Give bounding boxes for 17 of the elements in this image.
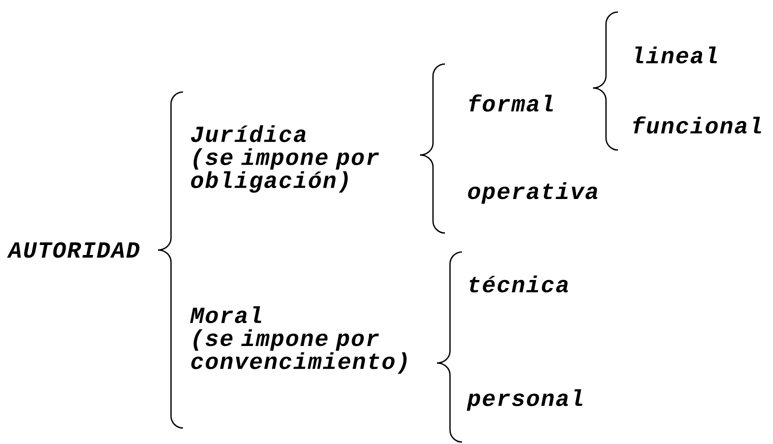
brace — [158, 249, 184, 429]
category-label: formal — [469, 94, 553, 112]
brace — [420, 63, 446, 156]
category-label: operativa — [468, 182, 598, 204]
brace — [420, 154, 446, 234]
brace — [436, 251, 462, 364]
brace — [592, 87, 618, 151]
category-label: Moral (se impone por convencimiento) — [190, 306, 407, 374]
category-label: personal — [466, 389, 582, 411]
category-label: técnica — [470, 276, 568, 292]
category-label: AUTORIDAD — [7, 242, 140, 258]
category-label: funcional — [633, 116, 762, 134]
brace — [436, 362, 462, 443]
category-label: Jurídica (se impone por obligación) — [191, 125, 379, 193]
brace — [592, 11, 618, 89]
brace — [158, 91, 184, 251]
category-label: lineal — [635, 46, 717, 64]
